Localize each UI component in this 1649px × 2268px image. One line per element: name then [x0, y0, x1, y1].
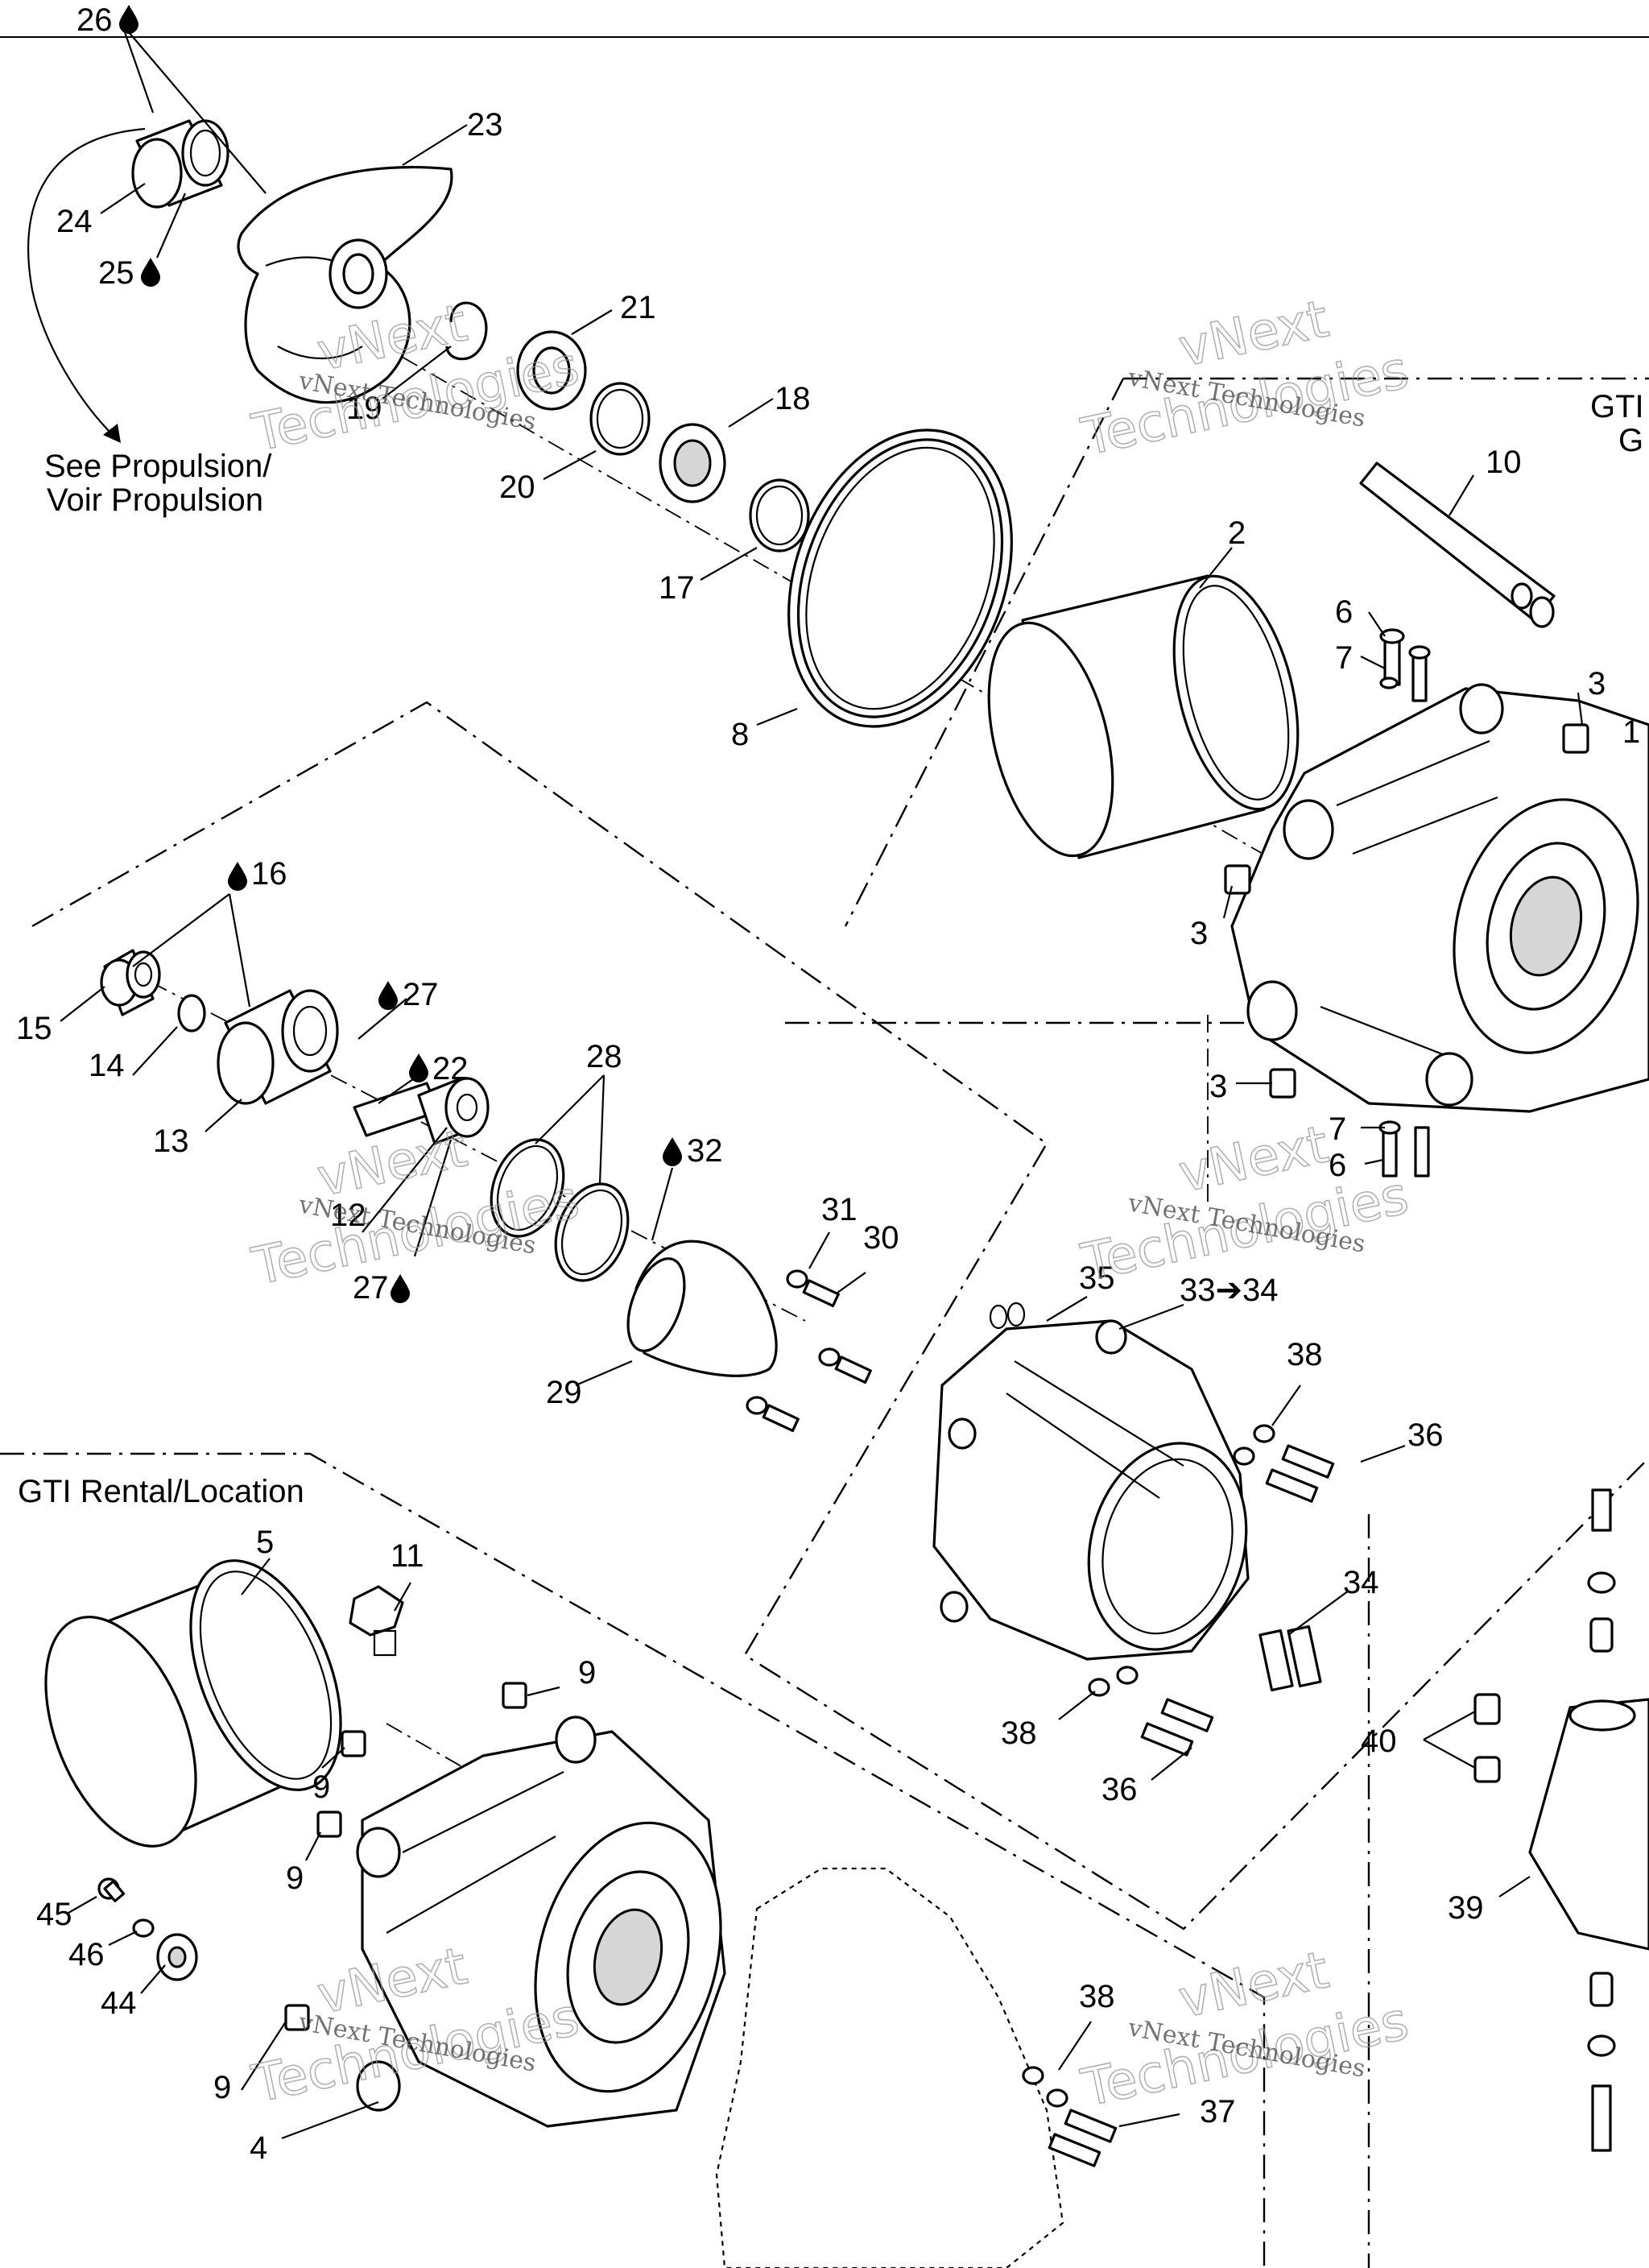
- lubricant-drop-icon: [119, 5, 138, 34]
- callout-20: 20: [499, 470, 535, 505]
- callout-38: 38: [1287, 1337, 1323, 1372]
- see-propulsion-text: See Propulsion/: [44, 449, 272, 484]
- callout-22: 22: [432, 1051, 469, 1086]
- callout-1: 1: [1622, 714, 1640, 750]
- callout-14: 14: [89, 1048, 125, 1083]
- frames: [0, 377, 1649, 2268]
- callout-31: 31: [821, 1192, 858, 1227]
- voir-propulsion-text: Voir Propulsion: [47, 482, 263, 518]
- callout-36: 36: [1407, 1418, 1444, 1453]
- callout-34: 34: [1343, 1565, 1379, 1600]
- lubricant-drop-icon: [228, 862, 247, 891]
- callout-27: 27: [353, 1270, 389, 1306]
- callout-24: 24: [56, 204, 93, 239]
- venturi-group: [932, 1302, 1335, 1757]
- callout-21: 21: [620, 290, 656, 325]
- callout-6: 6: [1329, 1148, 1346, 1183]
- lubricant-drop-icon: [391, 1274, 410, 1303]
- callout-38: 38: [1079, 1979, 1115, 2014]
- callout-32: 32: [687, 1133, 723, 1169]
- lubricant-drop-icon: [663, 1137, 682, 1166]
- callout-numbers: 26 23 24 25 21 19 18 20 17 8 2 10 6 7 3 …: [16, 2, 1640, 2166]
- callout-30: 30: [863, 1220, 899, 1256]
- rental-group: [44, 1559, 1118, 2268]
- callout-9: 9: [578, 1655, 596, 1691]
- gti-label: GTI: [1590, 389, 1644, 424]
- callout-39: 39: [1448, 1890, 1484, 1926]
- callout-5: 5: [256, 1525, 274, 1560]
- impeller-group: [131, 119, 810, 553]
- callout-45: 45: [36, 1897, 72, 1932]
- gti-rental-label: GTI Rental/Location: [18, 1474, 304, 1509]
- shaft-group: [100, 949, 872, 1433]
- callout-38: 38: [1001, 1715, 1037, 1751]
- callout-17: 17: [659, 570, 695, 606]
- callout-25: 25: [98, 255, 134, 291]
- callout-27: 27: [403, 977, 439, 1012]
- callout-7: 7: [1329, 1111, 1346, 1147]
- lubricant-drop-icon: [141, 258, 160, 287]
- callout-16: 16: [251, 856, 287, 892]
- callout-2: 2: [1228, 515, 1246, 551]
- callout-12: 12: [330, 1198, 366, 1233]
- callout-15: 15: [16, 1011, 52, 1046]
- pump-housing-top: [1224, 461, 1649, 1177]
- right-stack-group: [1473, 1488, 1649, 2152]
- callout-40: 40: [1361, 1724, 1397, 1759]
- callout-4: 4: [250, 2130, 267, 2166]
- callout-10: 10: [1486, 445, 1522, 480]
- callout-8: 8: [731, 717, 749, 752]
- callout-35: 35: [1079, 1260, 1115, 1296]
- leader-lines: [60, 31, 1584, 2140]
- callout-37: 37: [1200, 2094, 1236, 2129]
- lubricant-drop-icon: [378, 981, 398, 1010]
- wear-ring-8: [787, 428, 1013, 728]
- callout-29: 29: [546, 1375, 582, 1410]
- see-propulsion-arrow: [27, 127, 146, 436]
- callout-26: 26: [76, 2, 113, 38]
- callout-6: 6: [1335, 594, 1353, 630]
- callout-7: 7: [1335, 640, 1353, 676]
- callout-18: 18: [775, 381, 811, 416]
- wear-ring-2: [987, 574, 1300, 859]
- callout-33-34: 33➔34: [1180, 1273, 1279, 1308]
- region-labels: See Propulsion/ Voir Propulsion GTI G GT…: [18, 389, 1644, 1509]
- frame-pump-center: [31, 701, 1649, 1931]
- callout-9: 9: [213, 2070, 231, 2105]
- callout-3: 3: [1209, 1069, 1227, 1104]
- callout-13: 13: [153, 1124, 189, 1159]
- frame-rental: [0, 1452, 1266, 2268]
- callout-3: 3: [1588, 666, 1606, 702]
- gti-label-2: G: [1618, 423, 1643, 458]
- callout-44: 44: [101, 1985, 137, 2021]
- callout-9: 9: [312, 1769, 330, 1805]
- callout-36: 36: [1101, 1772, 1138, 1807]
- callout-9: 9: [286, 1860, 304, 1896]
- callout-19: 19: [346, 391, 382, 426]
- frame-gti-top-left: [844, 378, 1125, 927]
- lubricant-drop-icon: [409, 1053, 428, 1082]
- callout-23: 23: [467, 107, 503, 143]
- callout-3: 3: [1190, 916, 1208, 951]
- callout-46: 46: [68, 1937, 105, 1972]
- callout-28: 28: [586, 1039, 622, 1074]
- callout-11: 11: [391, 1538, 424, 1574]
